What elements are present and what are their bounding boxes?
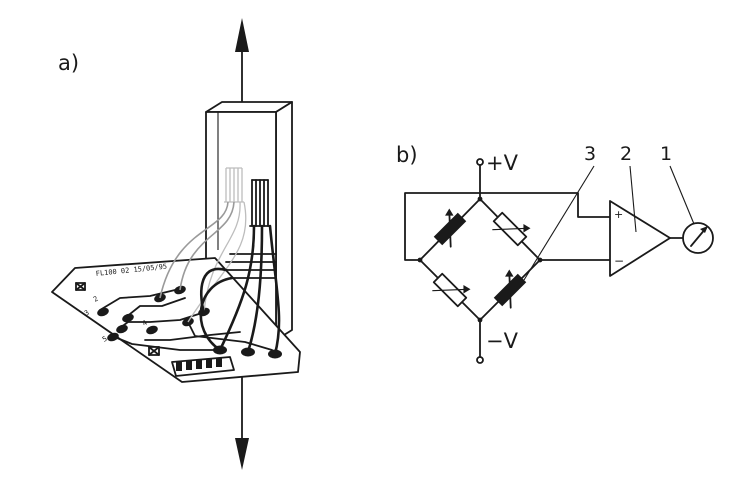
callout-leaders: [523, 165, 695, 281]
amplifier-wiring: [404, 192, 611, 261]
terminal-number: 3: [83, 309, 91, 318]
maker-plate: [171, 356, 235, 377]
panel-a-label: a): [58, 51, 79, 75]
tension-arrow-top: [235, 18, 249, 113]
callout-3: 3: [584, 143, 596, 165]
meter-icon: [682, 222, 714, 254]
terminal-number: 4: [141, 319, 149, 328]
supply-negative-label: −V: [486, 329, 519, 353]
amp-plus-sign: +: [614, 208, 623, 221]
terminal-board: FL100 02 15/05/95: [51, 257, 301, 383]
supply-positive-label: +V: [486, 151, 519, 175]
callout-1: 1: [660, 143, 672, 165]
gauge-lead-wires-gray: [159, 201, 247, 323]
amplifier: + −: [609, 200, 684, 277]
panel-a: a) FL100 02: [51, 18, 301, 470]
callout-2: 2: [620, 143, 632, 165]
panel-b-label: b): [396, 143, 418, 167]
panel-b: b) +V −V: [396, 143, 714, 364]
tension-arrow-bottom: [235, 371, 249, 470]
active-strain-gauge-lower-right: [493, 269, 527, 309]
terminal-number: 5: [101, 335, 109, 344]
wheatstone-bridge: [417, 196, 543, 323]
terminal-number: 2: [92, 295, 100, 304]
amp-minus-sign: −: [614, 254, 624, 268]
compensation-resistor-lower-left: [432, 272, 471, 308]
gauge-lead-wires-black: [199, 224, 281, 356]
screw-icon-top: [75, 282, 86, 291]
active-strain-gauge-upper-left: [433, 208, 467, 248]
screw-icon-bottom: [148, 346, 160, 356]
compensation-resistor-upper-right: [492, 211, 531, 247]
